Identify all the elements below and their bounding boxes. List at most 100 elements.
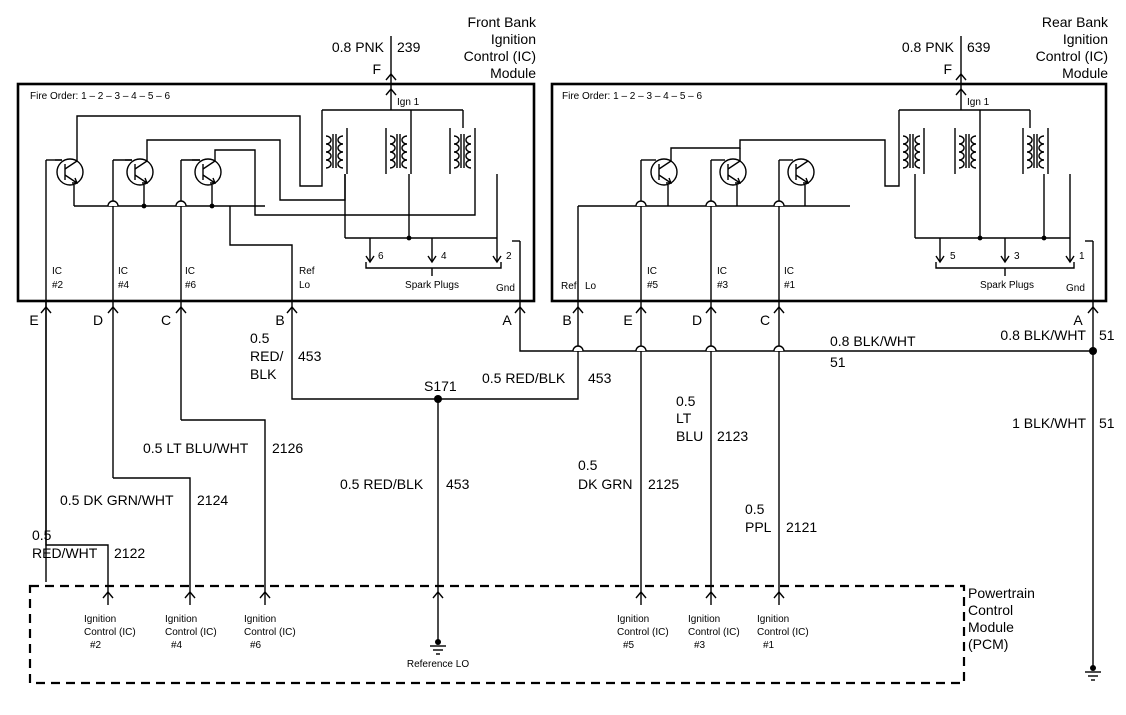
rear-ign-label: Ign 1 [967, 97, 990, 108]
rear-a-color: 0.8 BLK/WHT [1000, 327, 1086, 343]
ic1-wire-circuit: 2121 [786, 519, 817, 535]
rear-fire-order: Fire Order: 1 – 2 – 3 – 4 – 5 – 6 [562, 91, 703, 102]
svg-text:Ignition: Ignition [617, 614, 649, 625]
front-pin-b: B [275, 312, 284, 328]
pcm-terminal-ic5: Ignition Control (IC) #5 [617, 582, 669, 651]
svg-text:Control (IC): Control (IC) [165, 627, 217, 638]
front-ic2-label-b: #2 [52, 280, 64, 291]
svg-text:#3: #3 [694, 640, 706, 651]
front-spark-plugs: Spark Plugs [405, 280, 459, 291]
svg-text:#1: #1 [763, 640, 775, 651]
ground-circuit: 51 [1099, 415, 1115, 431]
harness-wiring: 0.5 RED/ BLK 453 S171 0.5 RED/BLK 453 0.… [32, 200, 1115, 681]
rear-ic3-label-b: #3 [717, 280, 729, 291]
svg-text:Control (IC): Control (IC) [84, 627, 136, 638]
pcm-terminal-reference-lo: Reference LO [407, 582, 469, 670]
pcm-title-1: Powertrain [968, 585, 1035, 601]
pcm-title-3: Module [968, 619, 1014, 635]
pcm-terminal-ic2: Ignition Control (IC) #2 [84, 582, 136, 651]
ic3-wire-circuit: 2123 [717, 428, 748, 444]
pcm-box [28, 584, 966, 685]
front-pin-d: D [93, 312, 103, 328]
front-module-box [16, 82, 536, 303]
rear-ref-label-a: Ref [561, 281, 577, 292]
rear-ic1-label-b: #1 [784, 280, 796, 291]
rear-coil-5: 5 [950, 251, 956, 262]
ground-symbol [1085, 665, 1101, 681]
front-pin-e: E [29, 312, 38, 328]
front-b-color-1: 0.5 [250, 330, 270, 346]
front-ic6-label-b: #6 [185, 280, 197, 291]
svg-text:Ignition: Ignition [757, 614, 789, 625]
front-b-color-3: BLK [250, 366, 277, 382]
front-fire-order: Fire Order: 1 – 2 – 3 – 4 – 5 – 6 [30, 91, 171, 102]
rear-module-title-3: Control (IC) [1036, 48, 1108, 64]
svg-text:Control (IC): Control (IC) [757, 627, 809, 638]
rear-pin-e: E [623, 312, 632, 328]
pcm-terminal-ic4: Ignition Control (IC) #4 [165, 582, 217, 651]
rear-ic-module: Rear Bank Ignition Control (IC) Module 0… [550, 14, 1109, 582]
rear-feed-pin: F [943, 61, 952, 77]
ic1-wire-color-1: 0.5 [745, 501, 765, 517]
svg-text:#5: #5 [623, 640, 635, 651]
ic6-wire-color: 0.5 LT BLU/WHT [143, 440, 249, 456]
splice-pcm-color: 0.5 RED/BLK [340, 476, 424, 492]
ic3-wire-color-3: BLU [676, 428, 703, 444]
rear-ic5-label-b: #5 [647, 280, 659, 291]
rear-ref-circuit: 453 [588, 370, 612, 386]
ground-bus-color: 0.8 BLK/WHT [830, 333, 916, 349]
rear-ref-label-b: Lo [585, 281, 597, 292]
ic4-wire-color: 0.5 DK GRN/WHT [60, 492, 174, 508]
front-b-circuit: 453 [298, 348, 322, 364]
rear-coil-3: 3 [1014, 251, 1020, 262]
rear-a-circuit: 51 [1099, 327, 1115, 343]
front-ic6-label-a: IC [185, 266, 195, 277]
svg-text:#4: #4 [171, 640, 183, 651]
front-pin-c: C [161, 312, 171, 328]
rear-module-title-4: Module [1062, 65, 1108, 81]
splice-label: S171 [424, 378, 457, 394]
pcm-title-4: (PCM) [968, 636, 1008, 652]
svg-text:Control (IC): Control (IC) [617, 627, 669, 638]
svg-text:Ignition: Ignition [688, 614, 720, 625]
rear-ic5-label-a: IC [647, 266, 657, 277]
rear-module-box [550, 82, 1108, 303]
rear-pin-b: B [562, 312, 571, 328]
ic4-wire-circuit: 2124 [197, 492, 228, 508]
pcm-title-2: Control [968, 602, 1013, 618]
pcm-terminal-ic6: Ignition Control (IC) #6 [244, 582, 296, 651]
front-coil-2: 2 [506, 251, 512, 262]
rear-feed-circuit: 639 [967, 39, 991, 55]
ground-junction [1089, 347, 1097, 355]
pcm-terminal-ic1: Ignition Control (IC) #1 [757, 582, 809, 651]
rear-pin-c: C [760, 312, 770, 328]
ic5-wire-color-1: 0.5 [578, 457, 598, 473]
front-feed-pin: F [372, 61, 381, 77]
ground-bus-circuit: 51 [830, 354, 846, 370]
front-ref-label-a: Ref [299, 266, 315, 277]
front-gnd-label: Gnd [496, 283, 515, 294]
front-ic2-label-a: IC [52, 266, 62, 277]
front-module-title-1: Front Bank [468, 14, 537, 30]
front-feed-wire: 0.8 PNK [332, 39, 385, 55]
rear-coil-1: 1 [1079, 251, 1085, 262]
svg-text:Control (IC): Control (IC) [244, 627, 296, 638]
rear-module-title-1: Rear Bank [1042, 14, 1109, 30]
rear-gnd-label: Gnd [1066, 283, 1085, 294]
front-pin-a: A [502, 312, 512, 328]
front-ref-label-b: Lo [299, 280, 311, 291]
rear-module-title-2: Ignition [1063, 31, 1108, 47]
ic5-wire-color-2: DK GRN [578, 476, 632, 492]
ic3-wire-color-2: LT [676, 410, 692, 426]
splice-pcm-circuit: 453 [446, 476, 470, 492]
ground-color: 1 BLK/WHT [1012, 415, 1086, 431]
front-ic4-label-a: IC [118, 266, 128, 277]
rear-ic3-label-a: IC [717, 266, 727, 277]
rear-transistors [650, 158, 815, 186]
svg-text:Ignition: Ignition [244, 614, 276, 625]
svg-text:Control (IC): Control (IC) [688, 627, 740, 638]
svg-text:Ignition: Ignition [165, 614, 197, 625]
rear-ic1-label-a: IC [784, 266, 794, 277]
ic2-wire-circuit: 2122 [114, 545, 145, 561]
front-ign-label: Ign 1 [397, 97, 420, 108]
